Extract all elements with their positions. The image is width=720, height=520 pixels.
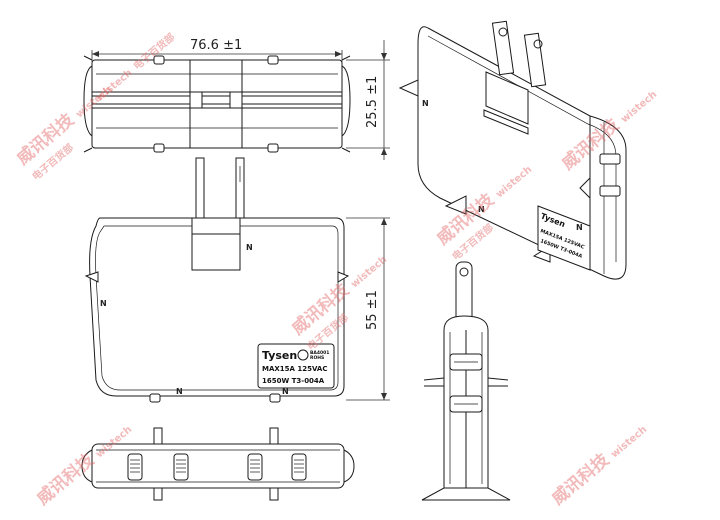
- front-view-tab-right: [337, 271, 350, 283]
- side-view-prong: [455, 261, 473, 325]
- label-rating: MAX15A 125VAC: [262, 365, 328, 373]
- bottom-view-slot-3: [247, 453, 263, 481]
- isometric-plug-base: [485, 71, 529, 125]
- neutral-mark-front-1: N: [246, 243, 253, 252]
- isometric-label: Tysen MAX15A 125VAC 1650W T3-004A: [537, 205, 591, 271]
- top-view-plug-left: [189, 91, 203, 109]
- front-view-tab-left: [84, 271, 99, 283]
- dimension-width: 76.6 ±1: [91, 38, 343, 62]
- bottom-view-slot-4: [291, 453, 307, 481]
- neutral-mark-iso-1: N: [422, 99, 429, 108]
- front-view: N N N N Tysen BA4001 ROHS MAX15A 125VAC …: [84, 157, 350, 403]
- front-view-plug-base: [191, 217, 241, 271]
- label-cert-line2: ROHS: [310, 355, 324, 361]
- top-view: [83, 55, 351, 153]
- bottom-view-body: [91, 443, 345, 489]
- side-view: [421, 261, 511, 501]
- label-cert-line1: BA4001: [310, 350, 329, 356]
- bottom-view-slot-1: [127, 453, 143, 481]
- isometric-label-frame: [537, 205, 591, 271]
- dimension-height-label: 25.5 ±1: [365, 76, 380, 128]
- product-label-frame: [257, 343, 335, 389]
- neutral-mark-iso-3: N: [576, 223, 583, 232]
- neutral-mark-iso-2: N: [478, 205, 485, 214]
- cert-mark-icon: [297, 349, 309, 361]
- dimension-length-label: 55 ±1: [365, 290, 380, 330]
- label-power-model: 1650W T3-004A: [262, 377, 325, 385]
- neutral-mark-front-3: N: [176, 387, 183, 396]
- isometric-prong-left: [491, 20, 515, 76]
- neutral-mark-front-4: N: [282, 387, 289, 396]
- dimension-height: 25.5 ±1: [346, 40, 390, 160]
- product-label: Tysen BA4001 ROHS MAX15A 125VAC 1650W T3…: [257, 343, 335, 389]
- bottom-view-slot-2: [173, 453, 189, 481]
- label-brand: Tysen: [262, 349, 297, 362]
- isometric-view: Tysen MAX15A 125VAC 1650W T3-004A N N N: [398, 20, 627, 280]
- isometric-prong-right: [523, 32, 547, 88]
- neutral-mark-front-2: N: [100, 299, 107, 308]
- bottom-view: [81, 427, 355, 501]
- top-view-plug-right: [229, 91, 243, 109]
- isometric-body: [417, 26, 627, 280]
- dimension-length: 55 ±1: [346, 217, 390, 401]
- side-view-base: [421, 487, 511, 501]
- dimension-width-label: 76.6 ±1: [190, 38, 242, 53]
- front-view-prong-left: [195, 157, 205, 223]
